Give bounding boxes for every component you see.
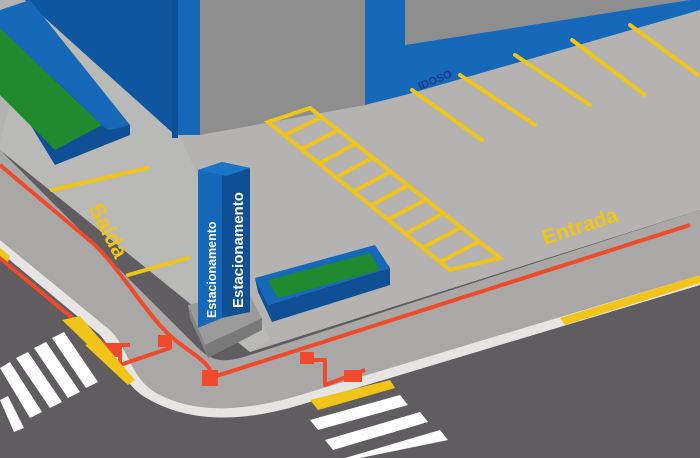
totem-side-label: Estacionamento (205, 221, 219, 318)
planter-left (0, 0, 130, 165)
crosswalk-bottom (310, 395, 448, 458)
totem-front-label: Estacionamento (230, 192, 247, 308)
tactile-markers (108, 335, 362, 386)
hatched-area (263, 105, 505, 273)
parking-space-lines (410, 23, 700, 142)
curb-ramp-markings (0, 248, 700, 410)
sidewalk-corner (0, 150, 700, 409)
crosswalk-left (0, 332, 98, 432)
building (25, 0, 700, 138)
exit-lane-lines (50, 166, 190, 277)
parking-totem (188, 162, 262, 358)
planter-right (255, 245, 390, 322)
